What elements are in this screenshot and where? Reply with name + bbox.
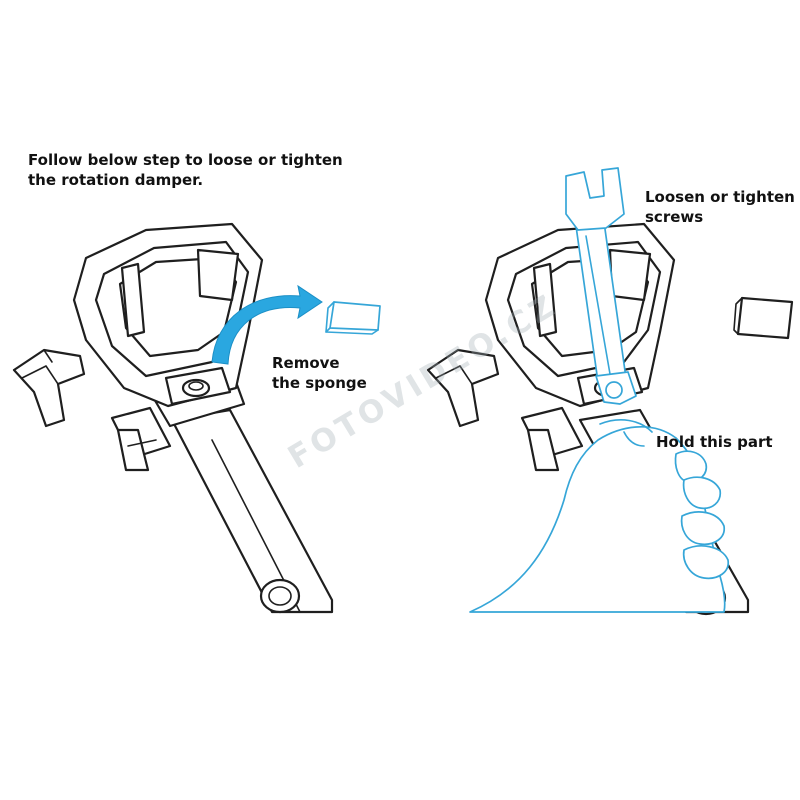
hold-part-label: Hold this part [656, 433, 773, 451]
wrench-icon [565, 167, 637, 405]
hand-illustration [469, 419, 729, 613]
remove-arrow [211, 284, 323, 365]
remove-sponge-label: Remove the sponge [272, 354, 367, 392]
left-mount-illustration [12, 222, 334, 614]
intro-instruction: Follow below step to loose or tighten th… [28, 151, 343, 189]
sponge-block-aside [733, 296, 794, 340]
sponge-block [325, 301, 381, 335]
loosen-screws-label: Loosen or tighten screws [645, 188, 795, 226]
